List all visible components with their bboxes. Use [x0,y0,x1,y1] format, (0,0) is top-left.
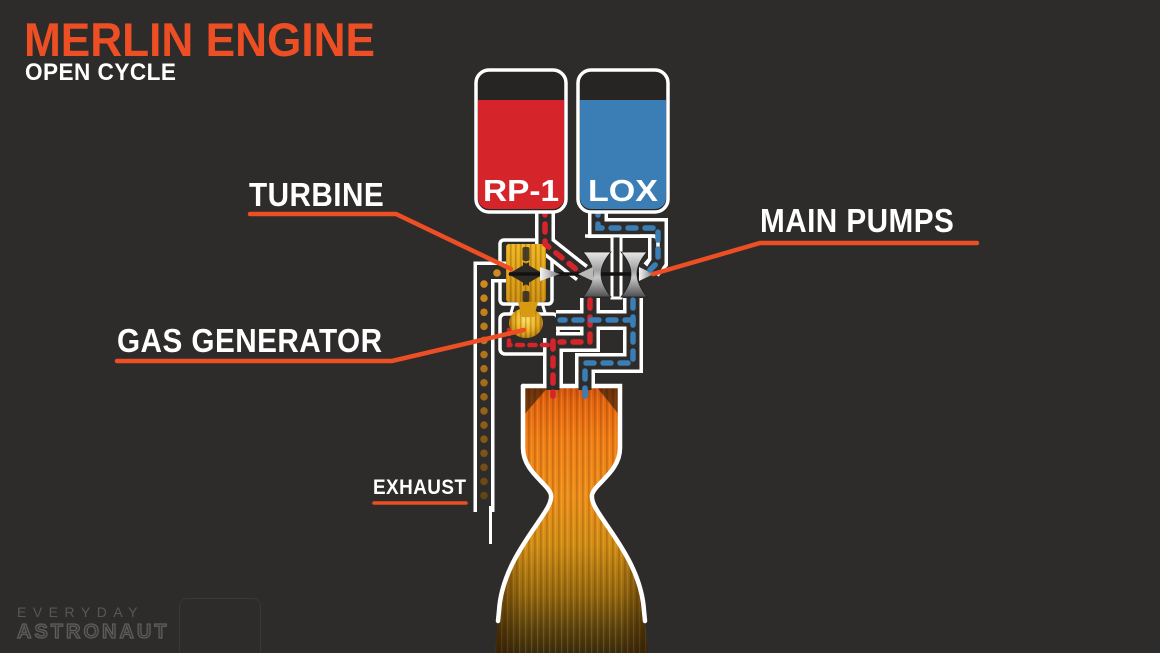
page-subtitle: OPEN CYCLE [25,59,177,86]
main-pumps-leader-line [650,240,980,277]
turbine-leader-line [247,211,514,272]
gas-generator-leader-line [114,327,527,364]
engine-flame [495,386,648,653]
lox-tank-label: LOX [588,173,658,208]
watermark-line2: ASTRONAUT [16,620,170,643]
page-title: MERLIN ENGINE [24,13,376,66]
main-pumps-label: MAIN PUMPS [760,202,955,239]
lox-pump-impeller [620,251,648,298]
exhaust-dot-elbow [493,269,501,277]
lox-liquid [580,100,666,209]
shaft-cone-lox-pump [639,267,654,281]
lox-flow-lines [557,204,661,399]
rp1-tank: RP-1 [474,68,568,214]
rp1-tank-label: RP-1 [483,173,559,208]
turbine-slot-top [522,247,530,261]
watermark-line1: EVERYDAY [17,604,144,620]
lox-tank: LOX [576,68,670,214]
shaft-cone-turbine [540,267,560,281]
everyday-astronaut-watermark: EVERYDAY ASTRONAUT [16,604,170,644]
shaft-cone-fuel-pump [578,267,593,281]
pump-divider [610,234,623,300]
leader-lines [114,211,980,505]
gas-generator-label: GAS GENERATOR [117,322,383,359]
combustion-chamber-outline [495,383,648,624]
rp1-liquid [478,100,564,209]
turbine-label: TURBINE [249,176,385,213]
turbine-slot-bottom [522,291,530,302]
faint-overlay-frame [179,598,261,653]
exhaust-label: EXHAUST [373,476,467,499]
exhaust-duct-interior [477,265,509,513]
fuel-flow-lines [542,204,593,399]
